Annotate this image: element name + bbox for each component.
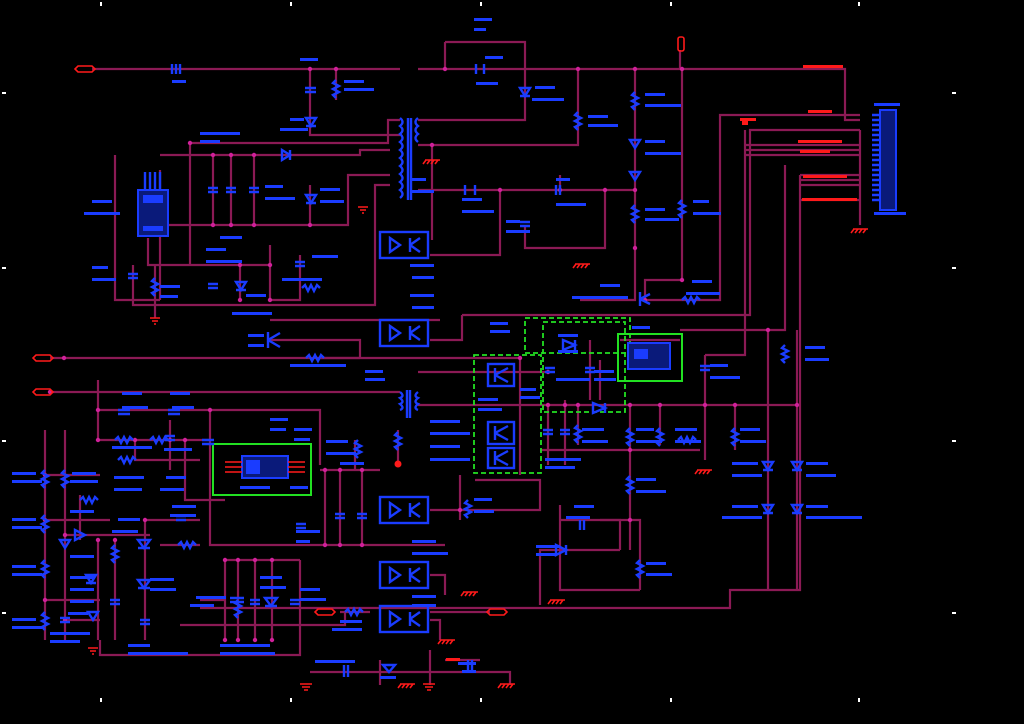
resistor-icons [39,79,791,631]
power-ports [31,36,748,616]
transistor-icon [266,331,281,349]
label-marks [12,18,906,679]
net-labels [446,65,857,661]
junctions [42,66,800,643]
border-ticks [2,2,956,702]
transformer-icon [397,390,421,418]
optocoupler-icon [378,560,430,590]
optocoupler-icon [378,495,430,525]
ic-chip-icon [627,342,671,370]
transistor-icon [486,446,516,470]
ground-icon [300,683,312,691]
ground-icon [358,206,368,214]
transistor-icon [486,362,516,388]
ground-icon [423,683,435,691]
connector-icon [872,109,897,211]
transformer-icon [398,117,420,200]
ic-chip-icon [225,455,305,479]
optocoupler-icon [378,318,430,348]
transistor-icon [486,420,516,446]
optocoupler-icons [378,230,430,634]
transistor-icon [638,292,651,306]
ground-icons [88,159,868,691]
optocoupler-icon [378,230,430,260]
transistor-icons [266,292,651,470]
ground-icon [150,317,160,325]
ground-icon [88,647,98,655]
optocoupler-icon [378,604,430,634]
ic-chip-icon [137,172,169,237]
